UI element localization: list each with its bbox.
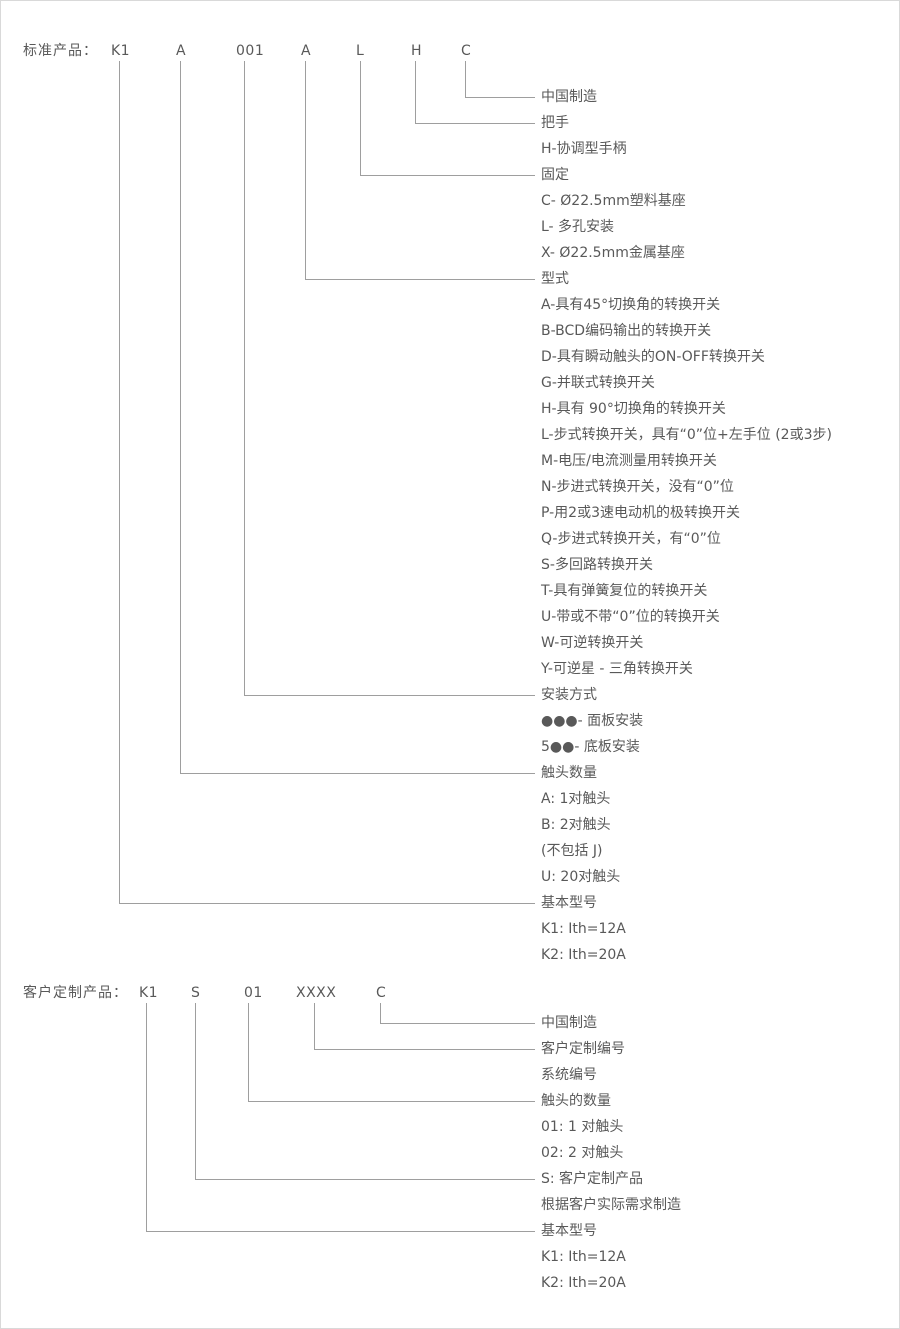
connector-hline [314, 1049, 535, 1050]
code-segment: C [461, 43, 472, 59]
code-segment: C [376, 985, 387, 1001]
connector-vline [244, 61, 245, 695]
label-group-title: 客户定制编号 [541, 1041, 625, 1057]
section-title: 客户定制产品： [23, 985, 128, 1001]
label-item: Y-可逆星 - 三角转换开关 [541, 661, 693, 677]
label-item: Q-步进式转换开关，有“0”位 [541, 531, 721, 547]
connector-vline [465, 61, 466, 97]
label-item: A: 1对触头 [541, 791, 611, 807]
connector-vline [180, 61, 181, 773]
connector-hline [415, 123, 535, 124]
connector-vline [248, 1003, 249, 1101]
connector-hline [195, 1179, 535, 1180]
label-item: 5●●- 底板安装 [541, 739, 640, 755]
code-segment: 01 [244, 985, 263, 1001]
connector-vline [380, 1003, 381, 1023]
connector-vline [119, 61, 120, 903]
label-group-title: 安装方式 [541, 687, 597, 703]
code-segment: H [411, 43, 423, 59]
label-item: L- 多孔安装 [541, 219, 615, 235]
connector-hline [146, 1231, 535, 1232]
label-item: A-具有45°切换角的转换开关 [541, 297, 721, 313]
code-segment: K1 [111, 43, 131, 59]
connector-hline [248, 1101, 535, 1102]
label-item: K2: Ith=20A [541, 947, 626, 963]
label-item: 01: 1 对触头 [541, 1119, 624, 1135]
label-item: (不包括 J) [541, 843, 603, 859]
label-item: L-步式转换开关，具有“0”位+左手位 (2或3步) [541, 427, 832, 443]
label-group-title: 型式 [541, 271, 569, 287]
label-item: D-具有瞬动触头的ON-OFF转换开关 [541, 349, 765, 365]
label-item: U-带或不带“0”位的转换开关 [541, 609, 720, 625]
label-item: ●●●- 面板安装 [541, 713, 644, 729]
connector-hline [244, 695, 535, 696]
connector-hline [305, 279, 535, 280]
label-item: M-电压/电流测量用转换开关 [541, 453, 717, 469]
label-item: 系统编号 [541, 1067, 597, 1083]
label-group-title: S: 客户定制产品 [541, 1171, 644, 1187]
label-group-title: 中国制造 [541, 1015, 597, 1031]
label-item: W-可逆转换开关 [541, 635, 644, 651]
label-group-title: 基本型号 [541, 895, 597, 911]
label-item: N-步进式转换开关，没有“0”位 [541, 479, 734, 495]
code-segment: L [356, 43, 365, 59]
label-item: K1: Ith=12A [541, 1249, 626, 1265]
code-segment: K1 [139, 985, 159, 1001]
connector-hline [180, 773, 535, 774]
label-item: X- Ø22.5mm金属基座 [541, 245, 685, 261]
label-item: 02: 2 对触头 [541, 1145, 624, 1161]
code-segment: S [191, 985, 201, 1001]
code-segment: A [176, 43, 187, 59]
label-item: G-并联式转换开关 [541, 375, 655, 391]
code-segment: A [301, 43, 312, 59]
code-segment: 001 [236, 43, 265, 59]
connector-hline [360, 175, 535, 176]
label-item: S-多回路转换开关 [541, 557, 653, 573]
label-item: C- Ø22.5mm塑料基座 [541, 193, 686, 209]
label-group-title: 中国制造 [541, 89, 597, 105]
label-item: H-协调型手柄 [541, 141, 627, 157]
label-group-title: 触头数量 [541, 765, 597, 781]
label-group-title: 基本型号 [541, 1223, 597, 1239]
section-title: 标准产品： [23, 43, 98, 59]
connector-vline [195, 1003, 196, 1179]
label-item: H-具有 90°切换角的转换开关 [541, 401, 726, 417]
label-item: T-具有弹簧复位的转换开关 [541, 583, 708, 599]
label-group-title: 触头的数量 [541, 1093, 611, 1109]
label-item: K2: Ith=20A [541, 1275, 626, 1291]
connector-vline [360, 61, 361, 175]
label-group-title: 固定 [541, 167, 569, 183]
label-item: B-BCD编码输出的转换开关 [541, 323, 712, 339]
connector-hline [465, 97, 535, 98]
connector-vline [314, 1003, 315, 1049]
connector-vline [146, 1003, 147, 1231]
label-item: K1: Ith=12A [541, 921, 626, 937]
connector-hline [119, 903, 535, 904]
label-item: P-用2或3速电动机的极转换开关 [541, 505, 741, 521]
connector-vline [415, 61, 416, 123]
connector-vline [305, 61, 306, 279]
code-segment: XXXX [296, 985, 337, 1001]
label-item: B: 2对触头 [541, 817, 611, 833]
label-group-title: 把手 [541, 115, 569, 131]
label-item: U: 20对触头 [541, 869, 621, 885]
label-item: 根据客户实际需求制造 [541, 1197, 681, 1213]
connector-hline [380, 1023, 535, 1024]
